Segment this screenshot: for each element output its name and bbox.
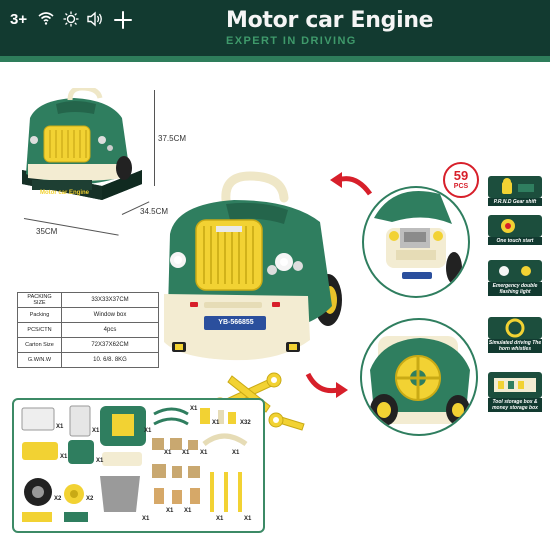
part-count: X1 (190, 406, 198, 412)
feature-label: Simulated driving The horn whistles (488, 339, 542, 353)
part-count: X1 (200, 450, 208, 456)
part-count: X1 (166, 508, 174, 514)
spec-value: Window box (61, 307, 159, 323)
feature-emergency-light: Emergency double flashing light (488, 260, 542, 296)
height-dim-line (154, 90, 155, 186)
header-banner: 3+ Motor car Engine EXPERT IN DRIVING (0, 0, 550, 62)
part-count: X1 (244, 516, 252, 522)
part-count: X1 (216, 516, 224, 522)
part-count: X1 (142, 516, 150, 522)
part-count: X1 (56, 424, 64, 430)
spec-value: 72X37X62CM (61, 337, 159, 353)
spec-value: 33X33X37CM (61, 292, 159, 308)
license-plate: YB-566855 (218, 319, 254, 326)
product-subtitle: EXPERT IN DRIVING (226, 35, 357, 47)
part-count: X1 (92, 428, 100, 434)
feature-label: Tool storage box & money storage box (488, 398, 542, 412)
age-label: 3+ (10, 11, 28, 28)
part-count: X1 (164, 450, 172, 456)
part-count: X1 (212, 420, 220, 426)
height-dimension: 37.5CM (158, 134, 187, 143)
spec-value: 10. 6/8. 8KG (61, 352, 159, 368)
spec-key: G.W/N.W (17, 352, 62, 368)
spec-key: PCS/CTN (17, 322, 62, 338)
wifi-icon (38, 11, 54, 28)
feature-image (488, 317, 542, 339)
feature-label: One touch start (488, 237, 542, 245)
spec-key: Carton Size (17, 337, 62, 353)
feature-one-touch-start: One touch start (488, 215, 542, 245)
part-count: X1 (96, 458, 104, 464)
spec-key: Packing (17, 307, 62, 323)
feature-image (488, 176, 542, 198)
part-count: X2 (54, 496, 62, 502)
feature-simulated-driving: Simulated driving The horn whistles (488, 317, 542, 353)
feature-tool-storage: Tool storage box & money storage box (488, 372, 542, 412)
feature-image (488, 215, 542, 237)
main-car-image: YB-566855 (160, 170, 350, 370)
feature-label: P.R.N.D Gear shift (488, 198, 542, 206)
part-count: X1 (232, 450, 240, 456)
feature-image (488, 260, 542, 282)
spec-value: 4pcs (61, 322, 159, 338)
width-dimension: 35CM (36, 227, 58, 236)
gear-shift-icon (114, 11, 132, 32)
part-count: X32 (240, 420, 251, 426)
engine-view-circle (362, 186, 470, 298)
pieces-count: 59 (453, 168, 469, 183)
spec-key: PACKING SIZE (17, 292, 62, 308)
part-count: X1 (184, 508, 192, 514)
header-stripe (0, 56, 550, 62)
feature-label: Emergency double flashing light (488, 282, 542, 296)
arrow-down-icon (305, 372, 348, 398)
box-brand-text: Motor car Engine (40, 190, 90, 196)
product-title: Motor car Engine (226, 8, 434, 33)
part-count: X1 (60, 454, 68, 460)
depth-dimension: 34.5CM (140, 207, 169, 216)
pieces-unit: PCS (453, 183, 469, 190)
part-count: X2 (86, 496, 94, 502)
sound-icon (86, 11, 104, 30)
pieces-badge: 59 PCS (443, 162, 479, 198)
packaged-box-image: Motor car Engine (18, 85, 146, 220)
feature-image (488, 372, 542, 398)
dashboard-view-circle (360, 318, 478, 436)
part-count: X1 (182, 450, 190, 456)
feature-gear-shift: P.R.N.D Gear shift (488, 176, 542, 206)
light-icon (63, 11, 79, 30)
part-count: X1 (144, 428, 152, 434)
arrow-up-icon (330, 172, 372, 196)
parts-list-panel: X1 X1 X1 X1 X1 X32 X1 X1 X2 X2 X1 X1 X1 … (12, 398, 265, 533)
